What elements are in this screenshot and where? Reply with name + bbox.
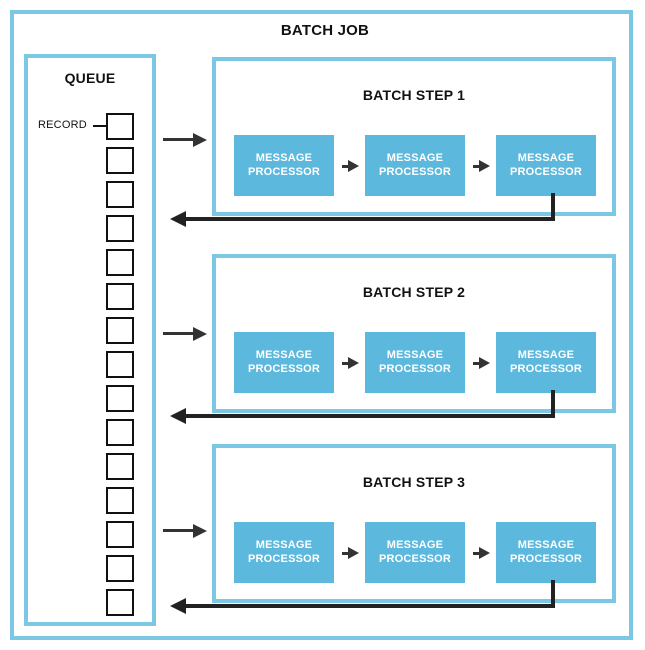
processor-label-line2: PROCESSOR xyxy=(247,165,321,178)
batch-step-2-frame: BATCH STEP 2 MESSAGE PROCESSOR MESSAGE P… xyxy=(212,254,616,413)
batch-job-frame xyxy=(10,10,633,640)
batch-step-1-processor-row: MESSAGE PROCESSOR MESSAGE PROCESSOR MESS… xyxy=(234,135,596,196)
arrow-shaft xyxy=(163,138,195,141)
batch-step-1-frame: BATCH STEP 1 MESSAGE PROCESSOR MESSAGE P… xyxy=(212,57,616,216)
processor-label-line2: PROCESSOR xyxy=(509,552,583,565)
batch-step-3-processor-row: MESSAGE PROCESSOR MESSAGE PROCESSOR MESS… xyxy=(234,522,596,583)
feed-arrow-step-3 xyxy=(163,524,209,538)
record-box xyxy=(106,215,134,242)
arrow-shaft xyxy=(473,164,482,168)
processor-label-line1: MESSAGE xyxy=(517,348,575,361)
return-path-step-3-vertical xyxy=(551,580,555,608)
record-box xyxy=(106,521,134,548)
return-arrow-head-step-3 xyxy=(170,598,186,614)
arrow-shaft xyxy=(473,551,482,555)
processor-label-line2: PROCESSOR xyxy=(247,552,321,565)
arrow-right-icon xyxy=(465,356,496,369)
record-box xyxy=(106,589,134,616)
batch-step-2-title: BATCH STEP 2 xyxy=(362,284,466,300)
batch-step-2-processor-row: MESSAGE PROCESSOR MESSAGE PROCESSOR MESS… xyxy=(234,332,596,393)
record-box xyxy=(106,181,134,208)
processor-label-line2: PROCESSOR xyxy=(378,552,452,565)
queue-title: QUEUE xyxy=(64,70,116,86)
record-box xyxy=(106,419,134,446)
message-processor-2-1: MESSAGE PROCESSOR xyxy=(234,332,334,393)
arrow-right-icon xyxy=(334,159,365,172)
record-box xyxy=(106,249,134,276)
message-processor-3-3: MESSAGE PROCESSOR xyxy=(496,522,596,583)
record-label: RECORD xyxy=(38,119,87,131)
arrow-head xyxy=(479,546,490,559)
record-leader-line xyxy=(93,125,107,127)
batch-step-1-title: BATCH STEP 1 xyxy=(362,87,466,103)
arrow-right-icon xyxy=(465,159,496,172)
processor-label-line2: PROCESSOR xyxy=(378,362,452,375)
return-path-step-1-vertical xyxy=(551,193,555,221)
arrow-right-icon xyxy=(334,356,365,369)
processor-label-line2: PROCESSOR xyxy=(378,165,452,178)
message-processor-3-2: MESSAGE PROCESSOR xyxy=(365,522,465,583)
arrow-right-icon xyxy=(465,546,496,559)
arrow-shaft xyxy=(163,332,195,335)
arrow-head xyxy=(193,133,207,147)
return-arrow-head-step-2 xyxy=(170,408,186,424)
feed-arrow-step-1 xyxy=(163,133,209,147)
processor-label-line1: MESSAGE xyxy=(517,151,575,164)
record-box xyxy=(106,283,134,310)
processor-label-line1: MESSAGE xyxy=(255,348,313,361)
message-processor-2-3: MESSAGE PROCESSOR xyxy=(496,332,596,393)
record-stack xyxy=(106,113,134,616)
feed-arrow-step-2 xyxy=(163,327,209,341)
processor-label-line2: PROCESSOR xyxy=(509,165,583,178)
return-path-step-3-horizontal xyxy=(184,604,554,608)
record-box xyxy=(106,113,134,140)
processor-label-line2: PROCESSOR xyxy=(509,362,583,375)
arrow-shaft xyxy=(342,551,351,555)
return-path-step-1-horizontal xyxy=(184,217,554,221)
message-processor-1-2: MESSAGE PROCESSOR xyxy=(365,135,465,196)
processor-label-line1: MESSAGE xyxy=(255,538,313,551)
arrow-head xyxy=(348,546,359,559)
batch-step-3-title: BATCH STEP 3 xyxy=(362,474,466,490)
message-processor-3-1: MESSAGE PROCESSOR xyxy=(234,522,334,583)
message-processor-2-2: MESSAGE PROCESSOR xyxy=(365,332,465,393)
record-box xyxy=(106,453,134,480)
record-box xyxy=(106,351,134,378)
arrow-head xyxy=(193,524,207,538)
arrow-head xyxy=(348,159,359,172)
processor-label-line1: MESSAGE xyxy=(255,151,313,164)
arrow-right-icon xyxy=(334,546,365,559)
processor-label-line1: MESSAGE xyxy=(517,538,575,551)
processor-label-line1: MESSAGE xyxy=(386,538,444,551)
record-box xyxy=(106,385,134,412)
return-arrow-head-step-1 xyxy=(170,211,186,227)
processor-label-line1: MESSAGE xyxy=(386,151,444,164)
record-box xyxy=(106,555,134,582)
processor-label-line1: MESSAGE xyxy=(386,348,444,361)
arrow-head xyxy=(348,356,359,369)
arrow-shaft xyxy=(342,361,351,365)
message-processor-1-1: MESSAGE PROCESSOR xyxy=(234,135,334,196)
batch-job-title: BATCH JOB xyxy=(280,22,370,39)
arrow-shaft xyxy=(473,361,482,365)
return-path-step-2-vertical xyxy=(551,390,555,418)
return-path-step-2-horizontal xyxy=(184,414,554,418)
record-box xyxy=(106,147,134,174)
batch-step-3-frame: BATCH STEP 3 MESSAGE PROCESSOR MESSAGE P… xyxy=(212,444,616,603)
record-box xyxy=(106,317,134,344)
arrow-shaft xyxy=(342,164,351,168)
arrow-head xyxy=(479,356,490,369)
processor-label-line2: PROCESSOR xyxy=(247,362,321,375)
record-box xyxy=(106,487,134,514)
message-processor-1-3: MESSAGE PROCESSOR xyxy=(496,135,596,196)
arrow-head xyxy=(193,327,207,341)
queue-frame xyxy=(24,54,156,626)
arrow-head xyxy=(479,159,490,172)
arrow-shaft xyxy=(163,529,195,532)
